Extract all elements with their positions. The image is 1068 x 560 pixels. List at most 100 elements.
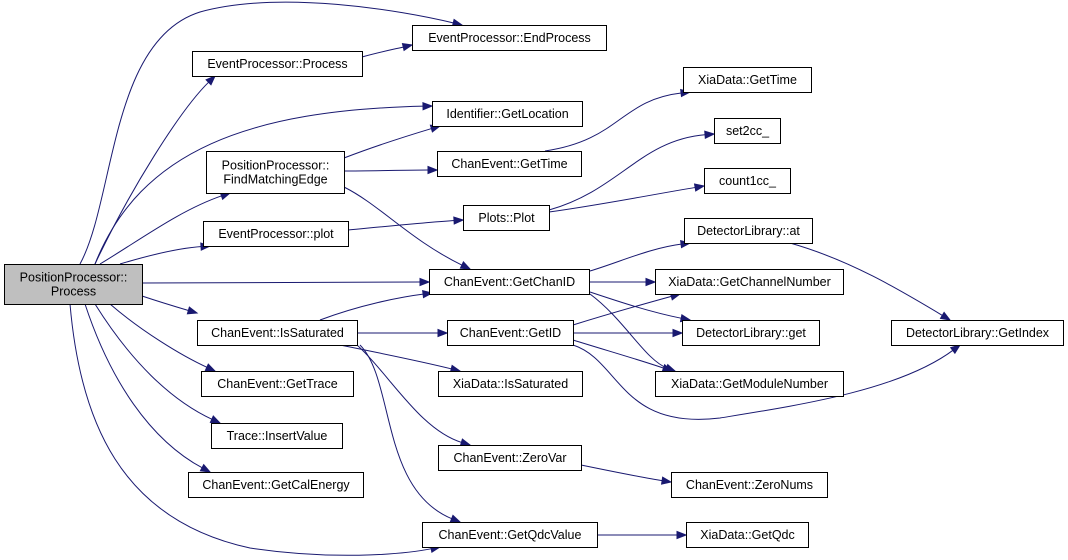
edge-arrowhead [672,328,684,338]
edge-arrowhead [427,165,439,175]
edge-ep_plot-to-plots_plot [347,216,465,231]
edge-line [589,243,683,272]
node-ce-gettrace[interactable]: ChanEvent::GetTrace [201,371,354,397]
node-box [684,218,813,244]
edge-line [361,46,405,58]
edge-ce_getid-to-dl_get [572,328,684,338]
node-label: ChanEvent::GetTime [451,157,567,171]
node-box [891,320,1064,346]
node-dl-getindex[interactable]: DetectorLibrary::GetIndex [891,320,1064,346]
node-box [447,320,574,346]
edge-line [94,105,425,265]
node-ce-issaturated[interactable]: ChanEvent::IsSaturated [197,320,358,346]
edge-arrowhead [693,183,706,192]
node-label: Trace::InsertValue [227,429,328,443]
edge-arrowhead [204,363,217,372]
node-ce-getqdcvalue[interactable]: ChanEvent::GetQdcValue [422,522,598,548]
node-label: Process [51,285,96,299]
node-xd-gettime[interactable]: XiaData::GetTime [683,67,812,93]
edge-line [359,344,453,520]
edge-line [79,1,455,265]
node-box [671,472,828,498]
edge-pp_process-to-ce_getcalenergy [84,303,212,473]
edge-arrowhead [459,261,472,270]
edge-line [572,344,954,420]
node-label: XiaData::GetModuleNumber [671,377,828,391]
node-ep-plot[interactable]: EventProcessor::plot [203,221,349,247]
node-ce-zerovar[interactable]: ChanEvent::ZeroVar [438,445,582,471]
node-box [714,118,781,144]
node-label: XiaData::GetTime [698,73,797,87]
node-ce-getchanid[interactable]: ChanEvent::GetChanID [429,269,590,295]
edge-line [319,293,425,321]
node-box [197,320,358,346]
edge-line [572,339,665,369]
node-label: XiaData::IsSaturated [453,377,568,391]
node-dl-get[interactable]: DetectorLibrary::get [682,320,820,346]
nodes-layer: PositionProcessor::Process EventProcessor… [4,25,1064,548]
edge-arrowhead [645,277,657,287]
node-label: XiaData::GetQdc [700,528,795,542]
node-box [682,320,820,346]
edge-arrowhead [437,328,449,338]
node-xd-issaturated[interactable]: XiaData::IsSaturated [438,371,583,397]
node-box [655,269,844,295]
edge-line [548,186,697,213]
node-box [192,51,363,77]
node-label: DetectorLibrary::at [697,224,800,238]
edge-ce_getid-to-dl_getindex [572,344,962,420]
node-label: Identifier::GetLocation [446,107,568,121]
node-label: EventProcessor::plot [218,227,334,241]
node-box [203,221,349,247]
node-xd-getqdc[interactable]: XiaData::GetQdc [686,522,809,548]
node-box [201,371,354,397]
edge-pp_process-to-ce_getchanid [141,277,431,287]
node-ce-gettime[interactable]: ChanEvent::GetTime [437,151,582,177]
edge-line [343,186,464,266]
node-label: DetectorLibrary::get [696,326,806,340]
edge-arrowhead [199,463,212,473]
node-box [704,168,791,194]
edge-ce_getchanid-to-dl_at [589,239,692,272]
node-box [655,371,844,397]
edge-arrowhead [676,530,688,540]
node-label: ChanEvent::GetQdcValue [439,528,582,542]
edge-line [544,92,683,152]
node-plots-plot[interactable]: Plots::Plot [463,205,550,231]
edge-pp_fme-to-ce_getchanid [343,186,472,270]
node-ce-getcalenergy[interactable]: ChanEvent::GetCalEnergy [188,472,364,498]
node-id-getlocation[interactable]: Identifier::GetLocation [432,101,583,127]
node-pp-fme[interactable]: PositionProcessor::FindMatchingEdge [206,151,345,194]
node-count1cc[interactable]: count1cc_ [704,168,791,194]
edge-arrowhead [453,216,465,225]
edge-line [119,246,203,265]
node-xd-getchannum[interactable]: XiaData::GetChannelNumber [655,269,844,295]
edge-arrowhead [205,75,216,86]
edge-line [69,303,433,556]
edge-line [84,303,204,469]
node-ep-endprocess[interactable]: EventProcessor::EndProcess [412,25,607,51]
node-pp-process[interactable]: PositionProcessor::Process [4,264,143,305]
node-xd-getmodnum[interactable]: XiaData::GetModuleNumber [655,371,844,397]
edge-ce_getid-to-xd_getmodnum [572,339,674,372]
node-tr-insertvalue[interactable]: Trace::InsertValue [211,423,343,449]
edge-ce_issaturated-to-xd_issaturated [339,344,462,373]
edge-line [141,295,190,312]
node-ce-getid[interactable]: ChanEvent::GetID [447,320,574,346]
node-dl-at[interactable]: DetectorLibrary::at [684,218,813,244]
edge-line [347,219,456,231]
edge-line [94,303,213,421]
edge-pp_process-to-ce_issaturated [141,295,199,315]
edge-ce_issaturated-to-ce_getid [356,328,449,338]
edge-line [343,169,430,172]
node-ep-process[interactable]: EventProcessor::Process [192,51,363,77]
node-label: set2cc_ [726,124,770,138]
node-ce-zeronums[interactable]: ChanEvent::ZeroNums [671,472,828,498]
node-set2cc[interactable]: set2cc_ [714,118,781,144]
edge-plots_plot-to-set2cc [548,130,716,211]
node-label: PositionProcessor:: [20,271,128,285]
node-label: ChanEvent::GetTrace [217,377,337,391]
edge-arrowhead [459,438,472,447]
edge-arrowhead [422,101,434,111]
edge-pp_process-to-ep_process [94,75,216,265]
